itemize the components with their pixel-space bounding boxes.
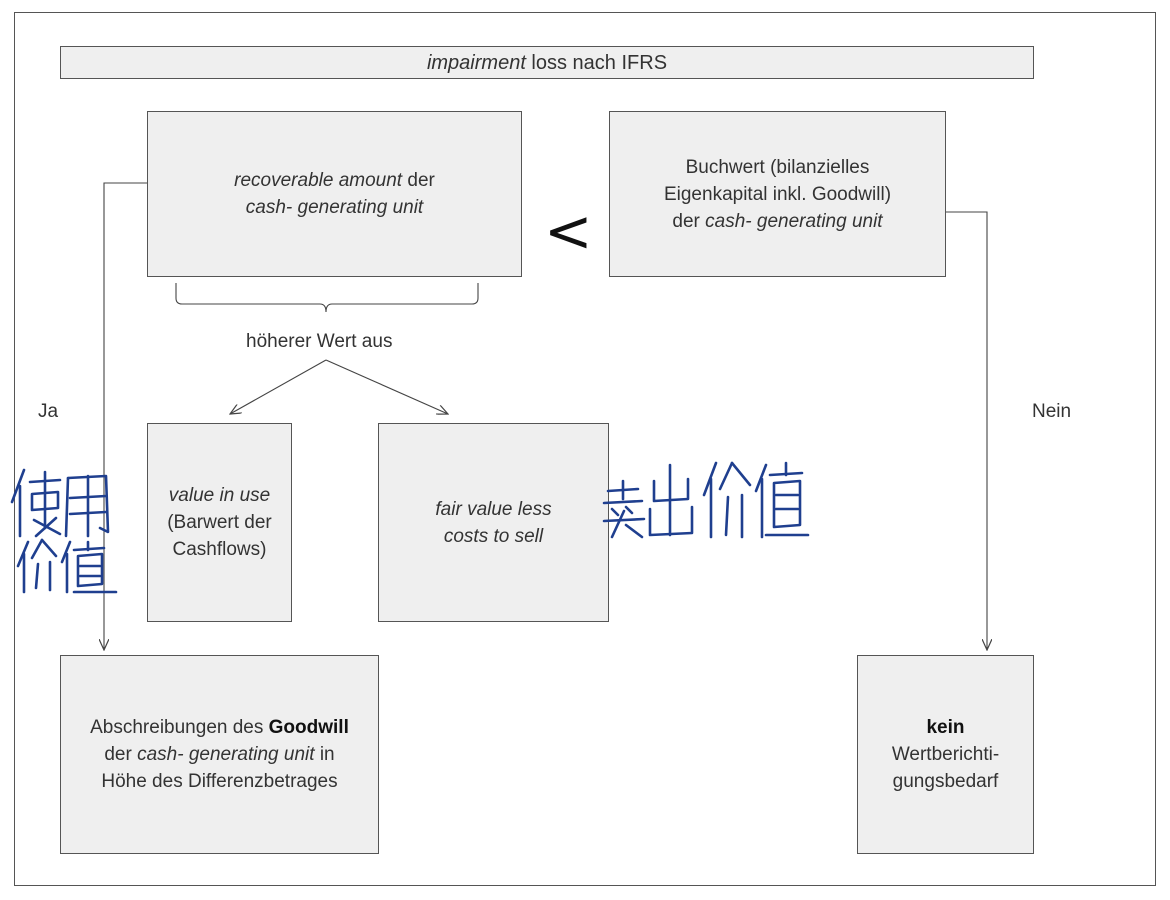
writedown-line2-pre: der [104, 744, 138, 765]
book-value-box: Buchwert (bilanzielles Eigenkapital inkl… [609, 111, 946, 277]
title-italic: impairment [426, 51, 526, 74]
title-rest: loss nach IFRS [525, 51, 668, 74]
recoverable-line1-italic: recoverable amount [234, 170, 403, 191]
yes-connector [104, 182, 147, 650]
no-connector [946, 211, 987, 650]
handwriting-left-annotation [10, 468, 118, 594]
fair-value-box: fair value less costs to sell [378, 423, 609, 622]
writedown-line2-italic: cash- generating unit [137, 744, 315, 765]
value-in-use-line3: Cashflows) [172, 539, 267, 560]
book-value-line3-pre: der [672, 210, 706, 232]
less-than-symbol: < [544, 197, 593, 265]
title-box: impairment loss nach IFRS [60, 46, 1034, 79]
recoverable-amount-box: recoverable amount der cash- generating … [147, 111, 522, 277]
yes-label: Ja [38, 401, 59, 422]
recoverable-line1-rest: der [402, 170, 435, 191]
value-in-use-line2: (Barwert der [167, 512, 272, 533]
value-in-use-box: value in use (Barwert der Cashflows) [147, 423, 292, 622]
no-writedown-line3: gungsbedarf [892, 771, 999, 792]
brace-label: höherer Wert aus [246, 331, 393, 352]
book-value-line3-italic: cash- generating unit [705, 210, 883, 232]
recoverable-line2-italic: cash- generating unit [245, 197, 424, 218]
no-writedown-line2: Wertberichti- [891, 744, 1000, 765]
writedown-line2-post: in [314, 744, 335, 765]
writedown-line1-bold: Goodwill [268, 717, 349, 738]
no-writedown-line1: kein [926, 717, 965, 738]
goodwill-writedown-box: Abschreibungen des Goodwill der cash- ge… [60, 655, 379, 854]
diagram-frame [14, 12, 1156, 886]
writedown-line3: Höhe des Differenzbetrages [101, 771, 338, 792]
curly-brace [175, 283, 479, 313]
no-label: Nein [1032, 401, 1072, 422]
book-value-line1: Buchwert (bilanzielles [685, 156, 870, 178]
fair-value-line2: costs to sell [443, 525, 544, 547]
arrow-to-fair-value [325, 359, 448, 414]
book-value-line2: Eigenkapital inkl. Goodwill) [663, 183, 892, 205]
no-writedown-box: kein Wertberichti- gungsbedarf [857, 655, 1034, 854]
arrow-to-value-in-use [230, 359, 327, 414]
handwriting-right-annotation [602, 461, 810, 539]
fair-value-line1: fair value less [435, 498, 552, 520]
value-in-use-line1: value in use [168, 485, 271, 506]
writedown-line1-pre: Abschreibungen des [90, 717, 269, 738]
